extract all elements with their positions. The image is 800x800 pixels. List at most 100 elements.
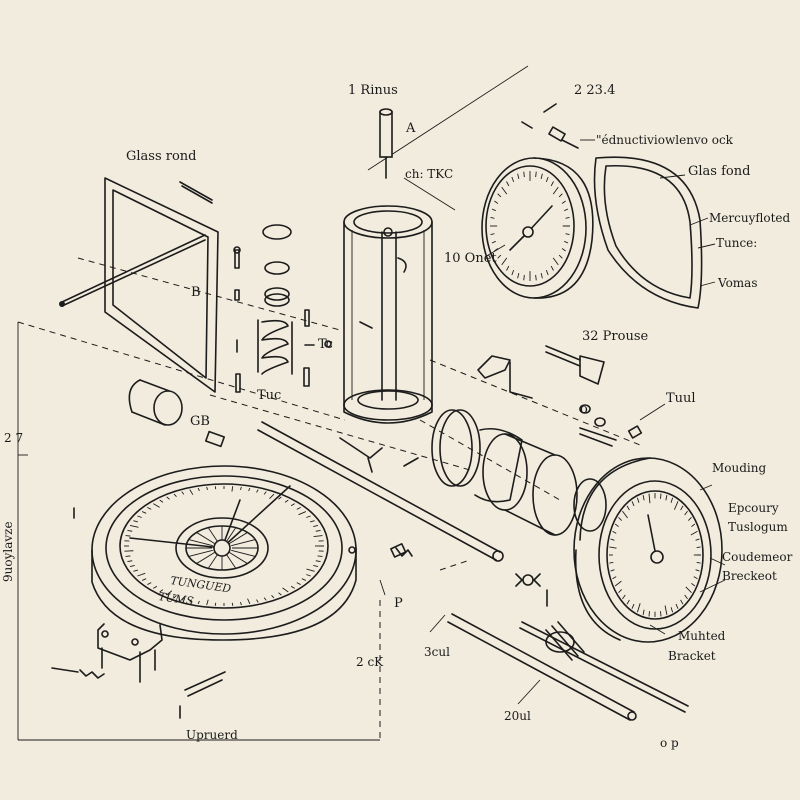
base-small-parts <box>51 547 413 719</box>
label-glass-rond: Glass rond <box>126 149 197 164</box>
tick-mark <box>497 254 502 259</box>
tick-mark <box>612 576 617 580</box>
tick-mark <box>315 530 321 532</box>
tick-mark <box>695 569 700 572</box>
tick-mark <box>564 240 569 244</box>
label-tunce: Tunce: <box>716 236 758 250</box>
label-tuc: Tuc <box>257 388 282 403</box>
tick-mark <box>670 497 674 503</box>
tick-mark <box>695 538 700 541</box>
tick-mark <box>231 486 234 492</box>
tick-mark <box>535 171 537 178</box>
label-tc: Tc <box>318 337 333 352</box>
label-20ul: 20ul <box>504 709 531 723</box>
label-vomas: Vomas <box>718 276 758 290</box>
tick-mark <box>129 525 139 528</box>
dial-spoke <box>196 532 216 545</box>
tick-mark <box>660 493 662 499</box>
tick-mark <box>618 516 623 521</box>
label-ch-tkc: ch: TKC <box>405 167 454 181</box>
label-2-23-4: 2 23.4 <box>574 83 616 98</box>
dial-spoke <box>207 527 219 543</box>
tick-mark <box>610 569 615 572</box>
tick-mark <box>540 272 543 279</box>
tick-mark <box>127 560 133 562</box>
tick-mark <box>490 233 495 236</box>
tick-mark <box>166 590 173 596</box>
dial-spoke <box>231 549 256 557</box>
tick-mark <box>278 592 282 596</box>
tick-mark <box>561 248 566 252</box>
tick-mark <box>680 505 684 511</box>
tick-mark <box>648 611 650 617</box>
label-3cul: 3cul <box>424 645 450 659</box>
dial-spoke <box>228 551 248 564</box>
tick-mark <box>501 186 508 195</box>
tick-mark <box>670 607 674 613</box>
tick-mark <box>648 493 651 504</box>
label-tuul: Tuul <box>666 391 696 406</box>
tick-mark <box>147 582 152 585</box>
tick-mark <box>306 574 311 577</box>
tick-mark <box>693 576 698 580</box>
tick-mark <box>626 505 630 511</box>
label-side-rotated: 9uoylavze <box>1 521 15 582</box>
tick-mark <box>269 493 275 500</box>
label-2-ck: 2 cK <box>356 655 384 669</box>
tick-mark <box>256 489 259 493</box>
tick-mark <box>664 605 668 615</box>
label-p: P <box>394 596 403 611</box>
tick-mark <box>248 487 251 492</box>
tick-mark <box>153 503 160 508</box>
tick-mark <box>147 507 152 510</box>
label-prouse: 32 Prouse <box>582 329 649 344</box>
tick-mark <box>159 499 164 503</box>
label-side-27: 2 7 <box>4 431 24 445</box>
tick-mark <box>673 501 679 510</box>
tick-mark <box>296 582 301 585</box>
tick-mark <box>141 511 147 514</box>
tick-mark <box>612 530 617 534</box>
tick-mark <box>511 176 515 183</box>
label-upruerd: Upruerd <box>186 728 238 742</box>
dial-text-2: TUMS <box>158 590 195 608</box>
tick-mark <box>206 599 209 606</box>
tick-mark <box>153 585 158 589</box>
label-conductive: "édnuctiviowlenvo ock <box>596 133 733 147</box>
tick-mark <box>550 181 554 187</box>
tick-mark <box>271 595 275 599</box>
tick-mark <box>696 546 701 549</box>
drum-assembly <box>431 409 607 536</box>
dial-spoke <box>207 553 219 569</box>
tick-mark <box>298 511 307 516</box>
bracket-parts <box>477 345 643 447</box>
cylinder-weight <box>128 379 226 448</box>
tick-mark <box>636 497 640 503</box>
tick-mark <box>642 609 645 615</box>
tick-mark <box>618 589 623 594</box>
tick-mark <box>247 598 251 605</box>
tick-mark <box>301 578 307 581</box>
tick-mark <box>636 603 641 613</box>
label-1-rinus: 1 Rinus <box>348 83 398 98</box>
tick-mark <box>523 274 525 281</box>
tick-mark <box>501 257 508 266</box>
tick-mark <box>494 200 499 204</box>
tick-mark <box>494 248 499 252</box>
tick-mark <box>282 587 289 593</box>
tick-mark <box>278 496 282 500</box>
label-tuslogum: Tuslogum <box>728 520 788 534</box>
tick-mark <box>675 603 679 609</box>
tick-mark <box>511 269 515 276</box>
tick-mark <box>622 510 628 519</box>
tick-mark <box>290 503 295 507</box>
tick-mark <box>565 216 570 219</box>
tick-mark <box>141 578 147 581</box>
tick-mark <box>189 489 194 495</box>
dial-spoke <box>225 553 237 569</box>
tick-mark <box>317 555 323 557</box>
tick-mark <box>490 216 495 219</box>
tick-mark <box>240 486 242 490</box>
tick-mark <box>552 257 559 266</box>
tick-mark <box>189 599 192 603</box>
